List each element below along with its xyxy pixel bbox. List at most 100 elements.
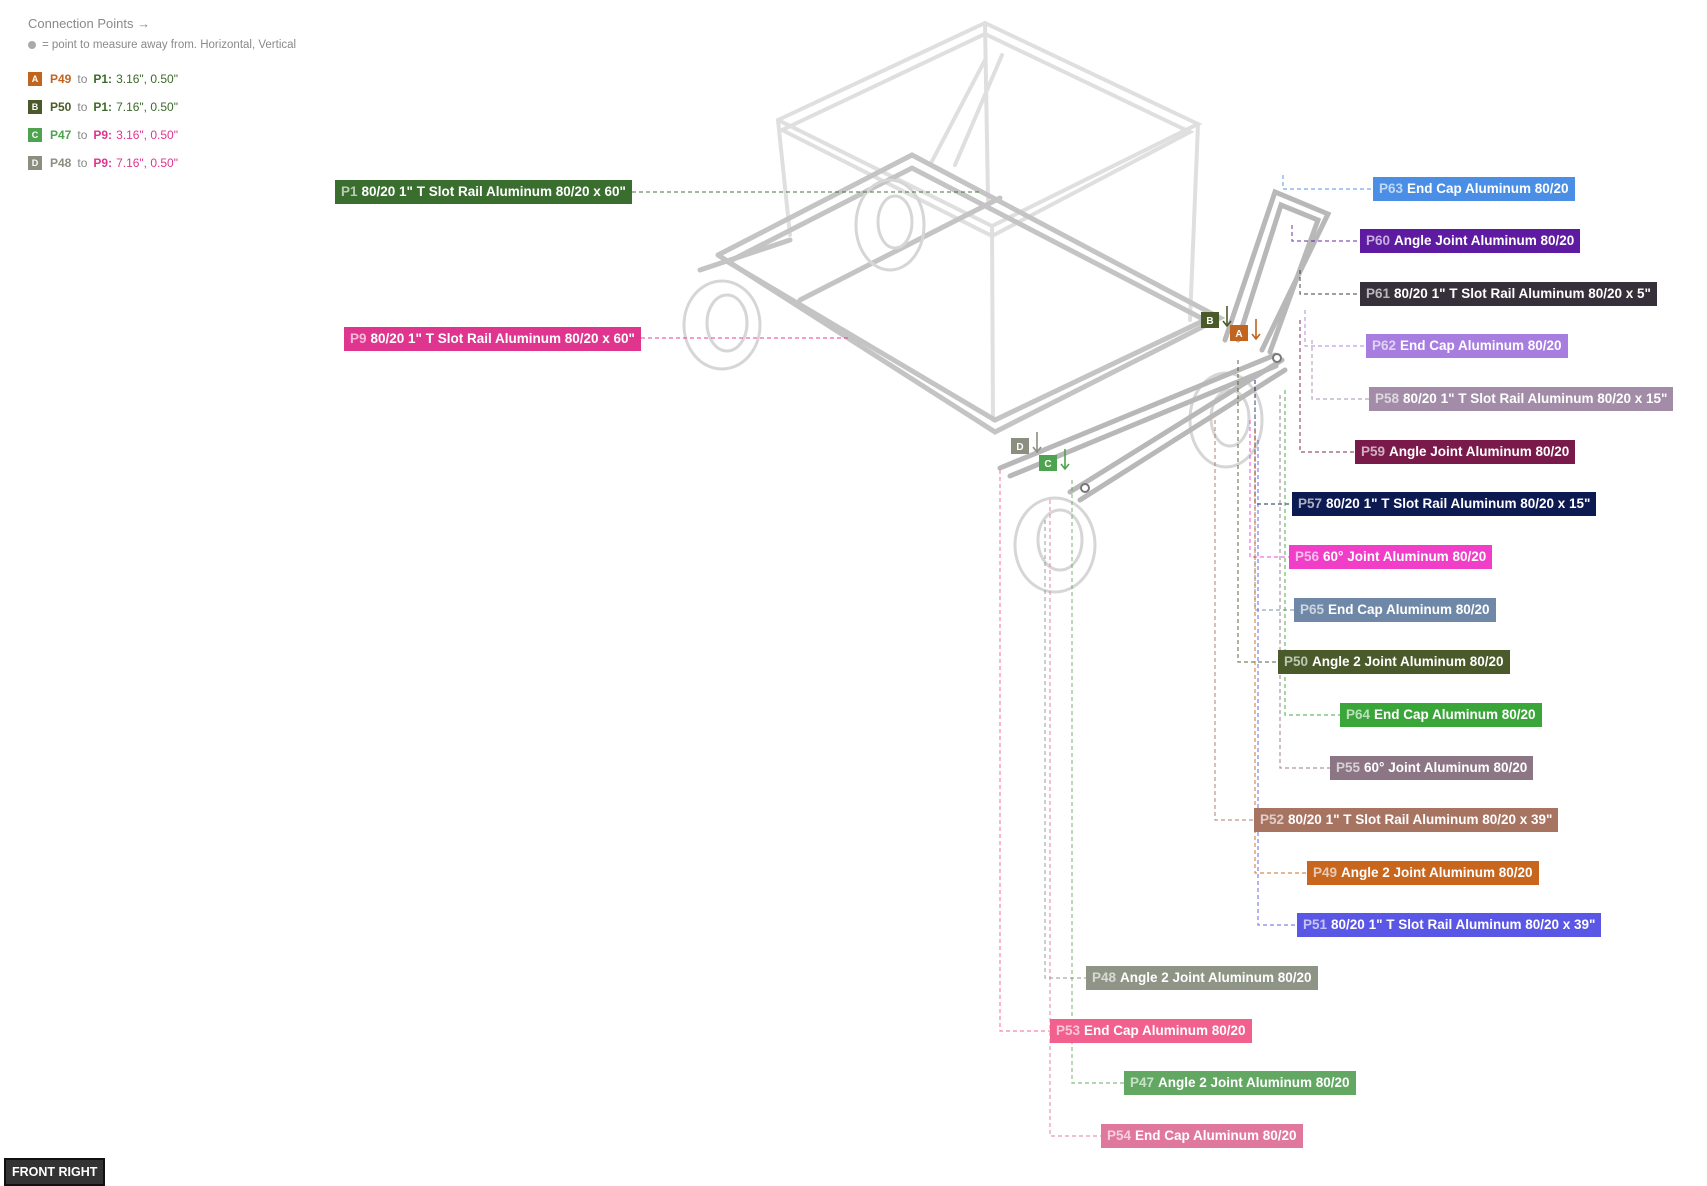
- legend-target-part: P1:: [93, 100, 113, 114]
- arrow-down-icon: [1060, 449, 1070, 471]
- arrow-down-icon: [1222, 306, 1232, 328]
- marker-badge: [1039, 455, 1057, 471]
- part-name: Angle Joint Aluminum 80/20: [1394, 233, 1575, 248]
- connection-marker[interactable]: A: [1230, 319, 1261, 341]
- marker-letter: C: [1044, 459, 1051, 470]
- connection-legend: Connection Points → = point to measure a…: [28, 16, 296, 177]
- part-name: 60° Joint Aluminum 80/20: [1364, 760, 1528, 775]
- legend-badge: C: [28, 128, 42, 142]
- leader-line: [1299, 270, 1360, 295]
- view-label[interactable]: FRONT RIGHT: [4, 1158, 106, 1186]
- leader-line: [999, 470, 1050, 1032]
- part-id: P55: [1336, 760, 1361, 775]
- leader-line: [1237, 360, 1278, 663]
- legend-note: = point to measure away from. Horizontal…: [28, 39, 296, 51]
- part-id: P53: [1056, 1023, 1081, 1038]
- connection-marker[interactable]: D: [1011, 432, 1042, 454]
- arrow-down-icon: [1032, 432, 1042, 454]
- legend-from-part: P49: [50, 72, 72, 86]
- part-name: Angle 2 Joint Aluminum 80/20: [1341, 865, 1533, 880]
- part-id: P65: [1300, 602, 1325, 617]
- part-id: P51: [1303, 917, 1328, 932]
- legend-value: 3.16", 0.50": [116, 72, 178, 86]
- leader-line: [1311, 340, 1369, 400]
- legend-from-part: P50: [50, 100, 72, 114]
- part-id: P50: [1284, 654, 1309, 669]
- legend-badge: A: [28, 72, 42, 86]
- part-name: 80/20 1" T Slot Rail Aluminum 80/20 x 60…: [370, 331, 635, 346]
- part-name: End Cap Aluminum 80/20: [1084, 1023, 1246, 1038]
- part-name: Angle 2 Joint Aluminum 80/20: [1120, 970, 1312, 985]
- part-name: Angle 2 Joint Aluminum 80/20: [1312, 654, 1504, 669]
- part-id: P1: [341, 184, 358, 199]
- leader-line: [1257, 440, 1297, 926]
- leader-line: [1249, 420, 1289, 558]
- legend-to-word: to: [77, 128, 88, 142]
- legend-note-text: = point to measure away from. Horizontal…: [42, 39, 297, 51]
- connection-marker[interactable]: C: [1039, 449, 1070, 471]
- part-id: P52: [1260, 812, 1285, 827]
- leader-line: [1214, 420, 1254, 821]
- legend-badge: B: [28, 100, 42, 114]
- part-name: 60° Joint Aluminum 80/20: [1323, 549, 1487, 564]
- legend-title[interactable]: Connection Points →: [28, 16, 151, 31]
- part-name: End Cap Aluminum 80/20: [1374, 707, 1536, 722]
- part-name: 80/20 1" T Slot Rail Aluminum 80/20 x 60…: [361, 184, 626, 199]
- marker-badge: [1230, 325, 1248, 341]
- part-name: Angle 2 Joint Aluminum 80/20: [1158, 1075, 1350, 1090]
- leader-line: [1071, 480, 1124, 1084]
- part-id: P58: [1375, 391, 1400, 406]
- handle-assembly: [997, 188, 1332, 503]
- connection-marker[interactable]: B: [1201, 306, 1232, 328]
- legend-to-word: to: [77, 156, 88, 170]
- measure-point-icon: [28, 41, 36, 49]
- legend-badge: D: [28, 156, 42, 170]
- legend-from-part: P48: [50, 156, 72, 170]
- part-id: P63: [1379, 181, 1404, 196]
- leader-line: [1044, 520, 1086, 979]
- part-id: P47: [1130, 1075, 1155, 1090]
- marker-letter: A: [1235, 329, 1242, 340]
- marker-letter: B: [1206, 316, 1213, 327]
- arrow-down-icon: [1251, 319, 1261, 341]
- part-name: End Cap Aluminum 80/20: [1400, 338, 1562, 353]
- leader-line: [1291, 225, 1360, 242]
- connection-markers: A B CD: [1011, 306, 1261, 471]
- leader-line: [1299, 320, 1355, 453]
- leader-line: [1284, 390, 1340, 716]
- part-id: P49: [1313, 865, 1338, 880]
- leader-line: [1254, 400, 1294, 611]
- part-id: P56: [1295, 549, 1320, 564]
- legend-from-part: P47: [50, 128, 72, 142]
- legend-value: 7.16", 0.50": [116, 100, 178, 114]
- legend-value: 7.16", 0.50": [116, 156, 178, 170]
- part-name: 80/20 1" T Slot Rail Aluminum 80/20 x 39…: [1331, 917, 1596, 932]
- part-id: P54: [1107, 1128, 1132, 1143]
- leader-line: [1254, 430, 1307, 874]
- base-frame: [697, 152, 1226, 435]
